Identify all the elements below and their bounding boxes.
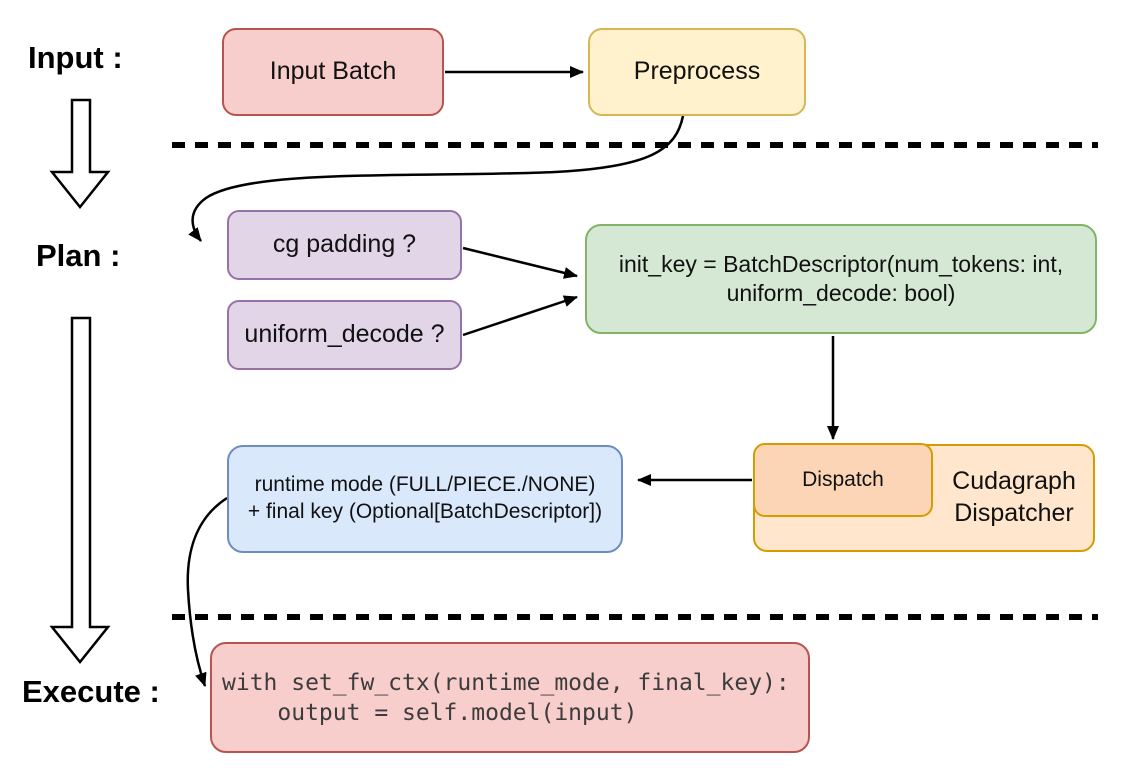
node-cg-padding-label: cg padding ? (272, 230, 417, 259)
node-cudagraph-dispatcher-text: Cudagraph Dispatcher (935, 446, 1093, 550)
node-init-key-line1: init_key = BatchDescriptor(num_tokens: i… (618, 250, 1064, 277)
node-cg-padding: cg padding ? (227, 210, 462, 280)
node-input-batch-label: Input Batch (269, 57, 397, 86)
arrow-preprocess-to-plan-curve (188, 115, 685, 242)
node-preprocess-label: Preprocess (633, 57, 761, 86)
node-dispatch-label: Dispatch (802, 467, 884, 491)
stage-label-input: Input : (28, 40, 123, 75)
execute-code-line2: output = self.model(input) (222, 699, 638, 726)
node-runtime-mode: runtime mode (FULL/PIECE./NONE) + final … (227, 445, 623, 553)
stage-arrow-input-icon (49, 98, 111, 210)
stage-label-plan: Plan : (36, 238, 121, 273)
stage-arrow-plan-icon (49, 316, 111, 665)
execute-code-line1: with set_fw_ctx(runtime_mode, final_key)… (222, 669, 790, 696)
arrow-cg-padding-to-init-key (462, 246, 578, 279)
arrow-runtime-mode-to-execute-curve (186, 496, 228, 687)
node-uniform-decode: uniform_decode ? (227, 300, 462, 370)
arrow-uniform-decode-to-init-key (462, 295, 578, 337)
node-runtime-mode-line1: runtime mode (FULL/PIECE./NONE) (254, 473, 596, 497)
node-runtime-mode-line2: + final key (Optional[BatchDescriptor]) (247, 500, 603, 523)
node-execute-code: with set_fw_ctx(runtime_mode, final_key)… (210, 642, 810, 753)
node-cudagraph-dispatcher-line2: Dispatcher (954, 499, 1074, 527)
node-dispatch: Dispatch (753, 443, 933, 517)
node-preprocess: Preprocess (588, 28, 806, 116)
node-init-key: init_key = BatchDescriptor(num_tokens: i… (585, 224, 1097, 334)
node-init-key-line2: uniform_decode: bool) (726, 280, 956, 306)
node-cudagraph-dispatcher-line1: Cudagraph (952, 467, 1076, 496)
stage-label-execute: Execute : (22, 674, 160, 709)
node-input-batch: Input Batch (222, 28, 444, 116)
node-uniform-decode-label: uniform_decode ? (244, 320, 445, 349)
